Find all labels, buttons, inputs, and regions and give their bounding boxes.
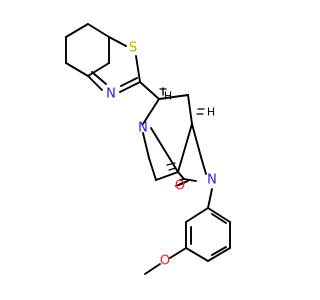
carbonyl-group (175, 178, 197, 187)
methoxy-oxygen-label: O (160, 254, 170, 269)
stereo-hash-1 (159, 87, 167, 96)
tricyclic-core (142, 94, 207, 181)
stereo-h-label-2: H (207, 106, 215, 119)
methoxyphenyl-ring (185, 207, 231, 262)
thiazole-link-bond (139, 81, 160, 100)
cyclohexane-ring (65, 23, 110, 77)
molecule-diagram: S N N N O O H H (65, 23, 231, 275)
n-aryl-bond (207, 188, 213, 209)
bridgehead-nitrogen-label: N (138, 121, 148, 136)
lactam-nitrogen-label: N (207, 173, 217, 188)
stereo-hash-3 (166, 162, 177, 171)
thiazole-nitrogen-label: N (106, 87, 116, 102)
stereo-h-label-1: H (164, 90, 172, 103)
thiazole-ring (87, 36, 141, 93)
methoxy-group (144, 247, 187, 275)
carbonyl-oxygen-label: O (175, 179, 185, 194)
sulfur-atom-label: S (129, 41, 137, 56)
stereo-hash-2 (196, 108, 205, 115)
